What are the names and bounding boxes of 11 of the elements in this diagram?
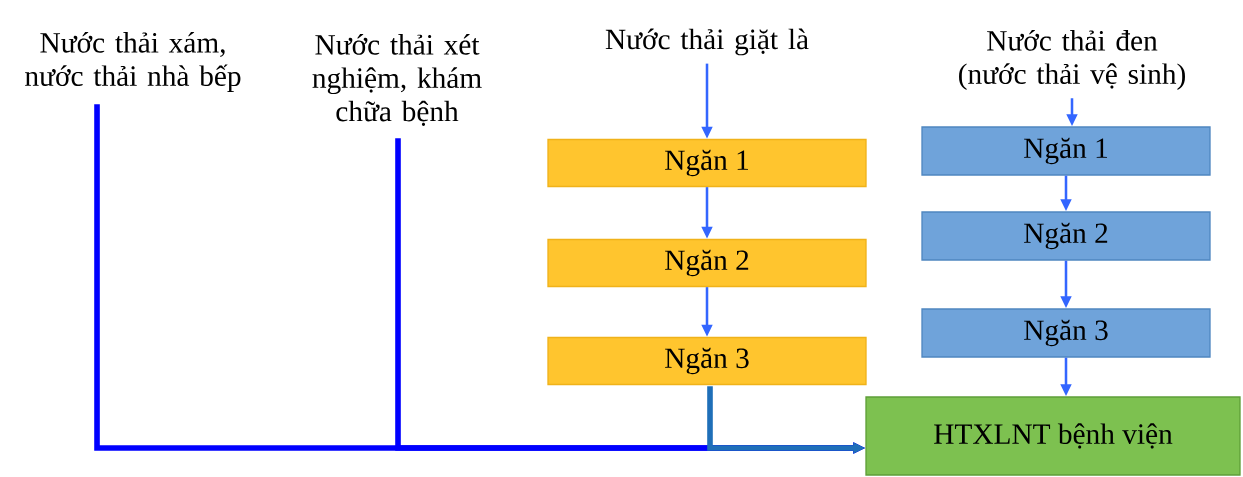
treatment-box: HTXLNT bệnh viện	[865, 396, 1241, 476]
chamber-box: Ngăn 2	[547, 238, 867, 288]
source-label: Nước thải xám, nước thải nhà bếp	[25, 32, 241, 92]
chamber-box: Ngăn 3	[921, 308, 1211, 358]
source-label: Nước thải xét nghiệm, khám chữa bệnh	[312, 34, 482, 126]
chamber-box: Ngăn 1	[921, 126, 1211, 176]
source-label: Nước thải đen (nước thải vệ sinh)	[959, 30, 1185, 90]
chamber-box: Ngăn 3	[547, 336, 867, 386]
chamber-box: Ngăn 2	[921, 211, 1211, 261]
source-label: Nước thải giặt là	[605, 28, 809, 56]
chamber-box: Ngăn 1	[547, 138, 867, 188]
